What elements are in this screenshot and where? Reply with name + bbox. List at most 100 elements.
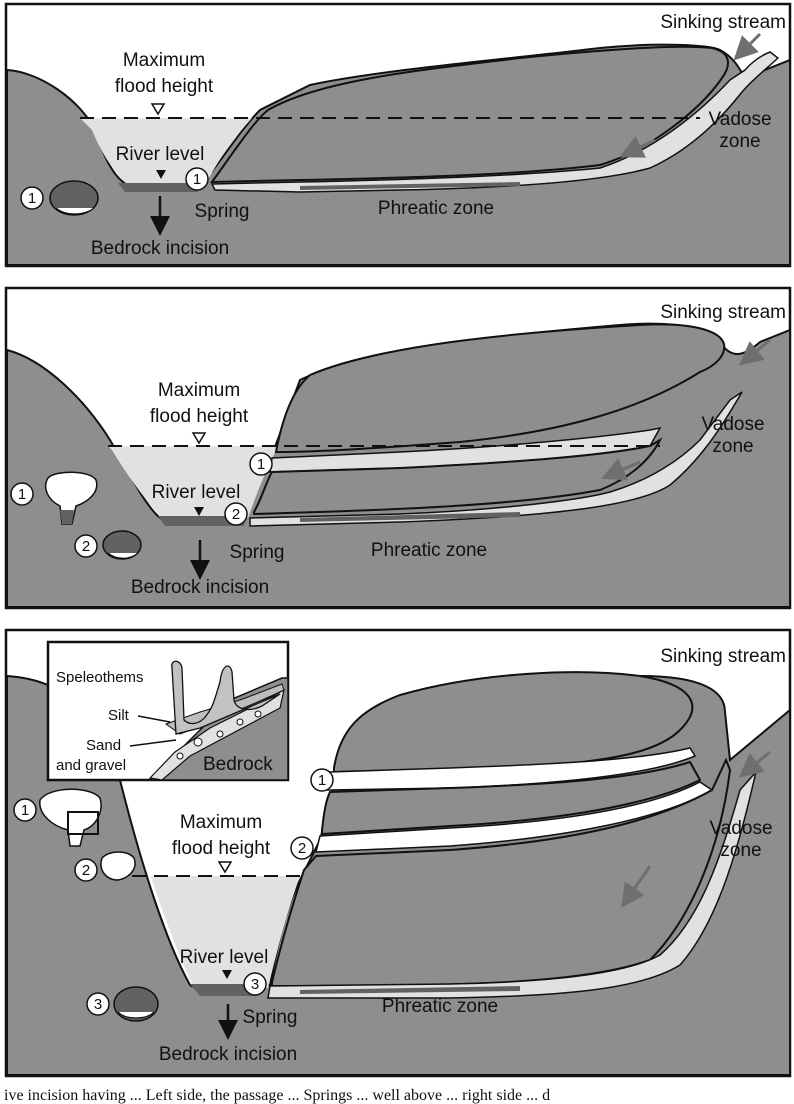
panel-3-river-level-label: River level [180,947,269,968]
panel-3-key-passage-1 [39,788,102,847]
panel-1-marker-1: 1 [193,171,201,188]
panel-2-spring-label: Spring [230,542,285,563]
panel-2-river-triangle [194,507,204,516]
panel-3-marker-3-circle [243,972,267,996]
panel-2-vadose-label-1: Vadose [701,414,764,435]
panel-3-marker-3: 3 [251,976,259,993]
panel-2-lower-passage [249,391,743,527]
panel-1-sinking-stream-label: Sinking stream [660,12,786,33]
panel-1-phreatic-sediment [300,182,520,190]
inset-pebble-1 [193,737,203,747]
panel-2-flood-triangle [191,432,207,445]
panel-1-phreatic-label: Phreatic zone [378,198,494,219]
inset-pebble-3 [236,718,244,726]
panel-2-stream-arrow-2 [600,458,641,481]
panel-3-sinking-stream-label: Sinking stream [660,646,786,667]
panel-3-key-marker-1: 1 [21,802,29,819]
panel-3-marker-1: 1 [318,772,326,789]
panel-1-flood-water [80,118,252,186]
panel-3-max-flood-label-2: flood height [172,838,271,859]
panel-3-key-marker-1-circle [13,798,37,822]
panel-1-flood-triangle [150,103,166,116]
panel-2-phreatic-sediment [300,512,520,522]
panel-3-max-flood-label-1: Maximum [180,812,262,833]
inset-sand-label-1: Sand [86,737,121,754]
panel-1-key-marker-1: 1 [28,190,36,207]
inset-speleothems [171,660,281,735]
inset-sand-pointer [129,739,177,747]
panel-2-key-passage-1-sediment [60,510,74,524]
panel-3-phreatic-label: Phreatic zone [382,996,498,1017]
panel-1-stream-arrow-2 [619,135,656,158]
panel-2-key-marker-2-circle [74,534,98,558]
panel-2-incision-label: Bedrock incision [131,577,269,598]
panel-3-marker-2: 2 [298,840,306,857]
panel-2-flood-water [108,446,278,518]
panel-3-inset-locator [67,811,99,835]
panel-3-spring-label: Spring [243,1007,298,1028]
panel-2-key-marker-2: 2 [82,538,90,555]
panel-2-marker-1: 1 [257,456,265,473]
panel-3-marker-2-circle [290,836,314,860]
panel-1-river-level-label: River level [116,144,205,165]
panel-2-max-flood-label-2: flood height [150,406,249,427]
panel-2-upper-rock [274,323,726,454]
panel-1-vadose-label-1: Vadose [708,109,771,130]
panel-3-phreatic-sediment [300,986,520,994]
panel-2-key-marker-1-circle [10,482,34,506]
panel-1-max-flood-label-2: flood height [115,76,214,97]
panel-1-upper-rock [210,45,729,184]
panel-3-stream-arrow-1 [738,750,771,778]
inset-silt-label: Silt [108,707,130,724]
panel-3-vadose-label-2: zone [720,840,761,861]
inset-bedrock-label: Bedrock [203,754,273,775]
panel-1-river-water [118,183,200,192]
panel-3-key-marker-2-circle [74,858,98,882]
panel-2-marker-1-circle [249,452,273,476]
inset-sand-label-2: and gravel [56,757,126,774]
panel-2-key-passage-2 [102,530,142,560]
panel-3-middle-rock [321,760,702,836]
panel-1-key-passage [49,180,99,216]
panel-3-flood-water [150,876,300,988]
panel-1: 1 1 Sinking stream Maximum flood height … [4,2,792,268]
panel-2-key-marker-1: 1 [18,486,26,503]
panel-1-river-triangle [156,170,166,179]
panel-2: 1 2 1 2 Sinking stream Maximum flood hei… [4,286,792,610]
panel-3: 1 2 3 1 2 3 Speleothems [4,628,792,1078]
panel-3-marker-1-circle [310,768,334,792]
panel-1-max-flood-label-1: Maximum [123,50,205,71]
panel-3-key-marker-2: 2 [82,862,90,879]
panel-3-stream-arrow-2 [621,865,652,908]
panel-2-phreatic-label: Phreatic zone [371,540,487,561]
inset-speleothems-label: Speleothems [56,669,144,686]
panel-1-key-marker-1-circle [20,186,44,210]
panel-2-middle-rock [253,437,663,516]
panel-2-key-passage-1 [44,471,98,525]
inset-silt-pointer [137,715,171,723]
panel-1-spring-label: Spring [195,201,250,222]
panel-3-river-triangle [222,970,232,979]
panel-1-stream-arrow-1 [733,32,762,61]
panel-2-marker-2: 2 [232,506,240,523]
panel-2-stream-arrow-1 [738,338,771,366]
panel-3-inset: Speleothems Silt Sand and gravel Bedrock [46,640,290,782]
panel-2-river-level-label: River level [152,482,241,503]
panel-2-sinking-stream-label: Sinking stream [660,302,786,323]
panel-3-vadose-label-1: Vadose [709,818,772,839]
panel-2-marker-2-circle [224,502,248,526]
panel-2-max-flood-label-1: Maximum [158,380,240,401]
panel-1-vadose-label-2: zone [719,131,760,152]
inset-pebble-5 [176,752,184,760]
panel-1-incision-label: Bedrock incision [91,238,229,259]
caption-fragment: ive incision having ... Left side, the p… [4,1087,550,1104]
panel-2-vadose-label-2: zone [712,436,753,457]
panel-3-key-marker-3: 3 [94,996,102,1013]
panel-3-key-passage-2 [100,851,136,881]
panel-3-incision-label: Bedrock incision [159,1044,297,1065]
panel-1-marker-1-circle [185,167,209,191]
inset-pebble-4 [254,710,262,718]
panel-2-river-water [158,516,246,526]
panel-3-key-marker-3-circle [86,992,110,1016]
